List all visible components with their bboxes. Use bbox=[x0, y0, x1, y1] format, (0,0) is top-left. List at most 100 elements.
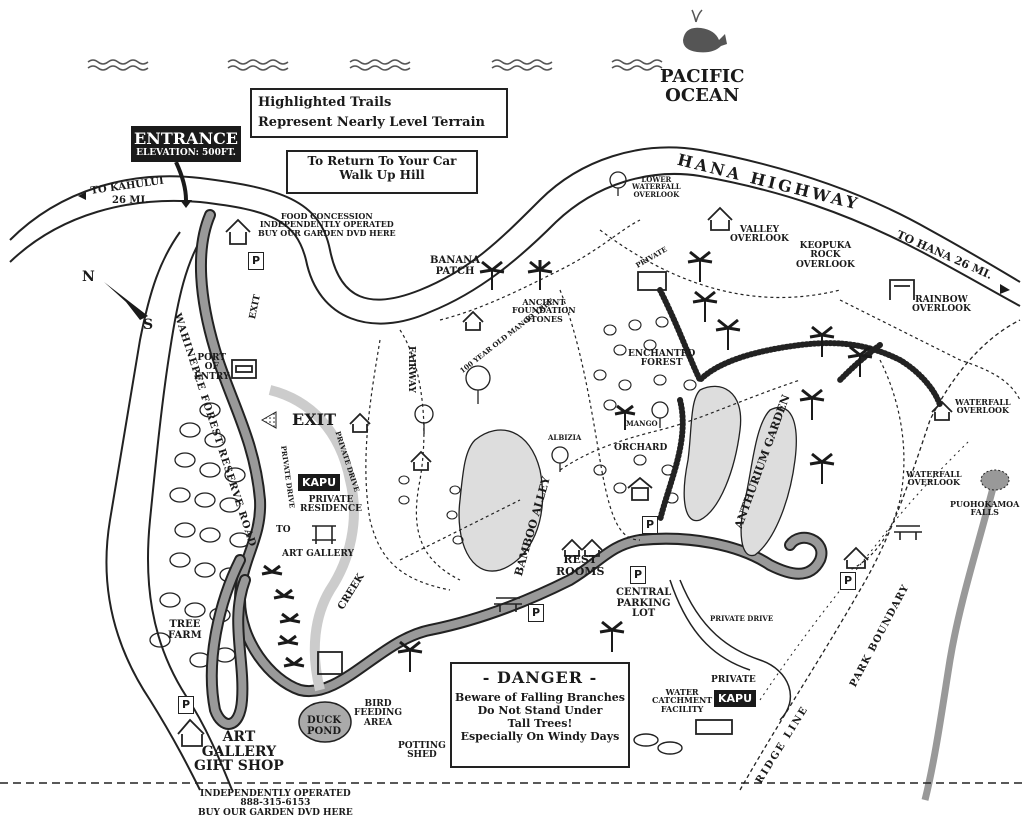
mango-label: MANGO bbox=[626, 419, 658, 428]
food-concession-label: FOOD CONCESSION INDEPENDENTLY OPERATED B… bbox=[258, 211, 396, 238]
parking-marker-restrooms: P bbox=[528, 604, 544, 622]
compass-arrow-icon bbox=[104, 282, 148, 320]
danger-box: - DANGER - Beware of Falling Branches Do… bbox=[450, 662, 630, 768]
wf-ov2-line1: WATERFALL bbox=[906, 469, 962, 479]
central-parking-label: CENTRAL PARKING LOT bbox=[616, 587, 672, 620]
bird-line2: FEEDING bbox=[354, 708, 403, 719]
water-tanks bbox=[633, 733, 683, 755]
picnic-tables bbox=[312, 525, 922, 612]
keopuka-line3: OVERLOOK bbox=[796, 259, 855, 270]
lower-wf-line1: LOWER bbox=[641, 175, 672, 184]
residence-line1: PRIVATE bbox=[308, 495, 354, 505]
puoho-line1: PUOHOKAMOA bbox=[950, 499, 1020, 509]
whale-icon bbox=[683, 9, 727, 53]
food-line2: INDEPENDENTLY OPERATED bbox=[259, 219, 394, 230]
entrance-arrow-icon bbox=[174, 161, 188, 201]
to-label: TO bbox=[276, 525, 291, 535]
duck-line2: POND bbox=[307, 725, 342, 737]
lower-wf-line2: WATERFALL bbox=[632, 182, 681, 192]
duck-pond bbox=[298, 701, 352, 743]
rainbow-line2: OVERLOOK bbox=[912, 304, 971, 315]
central-line3: LOT bbox=[632, 608, 656, 619]
wf-ov2-line2: OVERLOOK bbox=[907, 477, 960, 488]
lower-waterfall-label: LOWER WATERFALL OVERLOOK bbox=[632, 176, 681, 198]
ancient-line3: STONES bbox=[524, 313, 563, 324]
tree-line1: TREE bbox=[169, 619, 201, 630]
kapu-badge-residence: KAPU bbox=[298, 474, 341, 491]
food-line3: BUY OUR GARDEN DVD HERE bbox=[258, 227, 396, 238]
enchanted-forest-label: ENCHANTED FOREST bbox=[628, 349, 696, 369]
enchanted-line1: ENCHANTED bbox=[628, 349, 696, 359]
park-boundary bbox=[759, 439, 971, 701]
shelter-icons bbox=[177, 206, 953, 747]
puohokamoa-pool bbox=[980, 469, 1010, 491]
ridge-line bbox=[739, 319, 1021, 791]
gift-shop-details: INDEPENDENTLY OPERATED 888-315-6153 BUY … bbox=[198, 789, 353, 818]
bird-feeding-label: BIRD FEEDING AREA bbox=[354, 699, 403, 728]
central-line1: CENTRAL bbox=[616, 587, 672, 598]
compass-north: N bbox=[82, 269, 95, 285]
entrance-title: ENTRANCE bbox=[134, 129, 238, 148]
rest-rooms-label: REST ROOMS bbox=[556, 554, 604, 577]
ocean-waves bbox=[87, 59, 663, 71]
rest-line1: REST bbox=[563, 553, 598, 566]
main-drive bbox=[194, 209, 828, 730]
potting-line2: SHED bbox=[407, 750, 437, 761]
albizia-label: ALBIZIA bbox=[548, 433, 582, 442]
lower-wf-line3: OVERLOOK bbox=[633, 189, 680, 199]
enchanted-line2: FOREST bbox=[640, 358, 683, 369]
ocean-label: PACIFIC OCEAN bbox=[660, 67, 744, 106]
legend-box: Highlighted Trails Represent Nearly Leve… bbox=[250, 88, 508, 138]
rainbow-overlook-label: RAINBOW OVERLOOK bbox=[912, 295, 971, 315]
art-gallery-small-label: ART GALLERY bbox=[282, 549, 354, 559]
keopuka-line1: KEOPUKA bbox=[799, 241, 852, 251]
bird-line1: BIRD bbox=[364, 699, 392, 709]
dashed-trails bbox=[365, 219, 1021, 591]
danger-line2: Do Not Stand Under bbox=[477, 704, 603, 717]
parking-marker-east: P bbox=[840, 572, 856, 590]
water-line3: FACILITY bbox=[660, 703, 704, 714]
ancient-line1: ANCIENT bbox=[522, 297, 566, 307]
port-line1: PORT bbox=[197, 353, 227, 363]
banana-patch-label: BANANA PATCH bbox=[430, 255, 481, 277]
banana-line2: PATCH bbox=[435, 265, 475, 277]
entrance-elevation: ELEVATION: 500FT. bbox=[136, 148, 236, 158]
food-line1: FOOD CONCESSION bbox=[280, 211, 373, 221]
gift-shop-line2: GALLERY bbox=[201, 743, 277, 760]
private-kapu-label: PRIVATE bbox=[711, 675, 756, 685]
duck-pond-label: DUCK POND bbox=[307, 715, 342, 737]
tree-line2: FARM bbox=[168, 629, 202, 641]
anthurium-garden-area bbox=[683, 385, 742, 522]
exit-label: EXIT bbox=[292, 410, 336, 429]
valley-overlook-label: VALLEY OVERLOOK bbox=[730, 225, 789, 245]
waterfall-stream bbox=[921, 479, 999, 801]
danger-line4: Especially On Windy Days bbox=[460, 730, 620, 743]
parking-marker-central: P bbox=[630, 566, 646, 584]
compass-south: S bbox=[143, 317, 154, 333]
bamboo-alley-area bbox=[458, 429, 544, 572]
return-note-line1: To Return To Your Car bbox=[307, 154, 457, 168]
water-line1: WATER bbox=[665, 687, 699, 697]
ocean-line2: OCEAN bbox=[665, 84, 740, 106]
port-line2: OF bbox=[204, 362, 219, 373]
ancient-stones-label: ANCIENT FOUNDATION STONES bbox=[512, 297, 576, 324]
banana-line1: BANANA bbox=[430, 255, 481, 266]
return-note-box: To Return To Your Car Walk Up Hill bbox=[286, 150, 478, 194]
gift-shop-line3: GIFT SHOP bbox=[194, 758, 284, 775]
parking-marker-gift-shop: P bbox=[178, 696, 194, 714]
wahinepee-road bbox=[105, 231, 233, 791]
danger-line1: Beware of Falling Branches bbox=[455, 691, 625, 704]
kapu-badge-catchment: KAPU bbox=[714, 690, 757, 707]
puoho-line2: FALLS bbox=[970, 507, 999, 518]
fairway-label: FAIRWAY bbox=[406, 346, 416, 393]
gift-shop-line6: BUY OUR GARDEN DVD HERE bbox=[198, 807, 353, 818]
gift-shop-line1: ART bbox=[222, 729, 256, 745]
palm-trees bbox=[261, 250, 873, 672]
legend-trails-text: Highlighted Trails bbox=[258, 95, 392, 110]
potting-line1: POTTING bbox=[398, 741, 446, 751]
water-line2: CATCHMENT bbox=[652, 695, 713, 706]
puohokamoa-falls-label: PUOHOKAMOA FALLS bbox=[950, 500, 1019, 517]
waterfall-overlook-lower-label: WATERFALL OVERLOOK bbox=[906, 470, 962, 487]
tree-farm-label: TREE FARM bbox=[168, 619, 202, 641]
forest-bushes bbox=[149, 402, 251, 668]
